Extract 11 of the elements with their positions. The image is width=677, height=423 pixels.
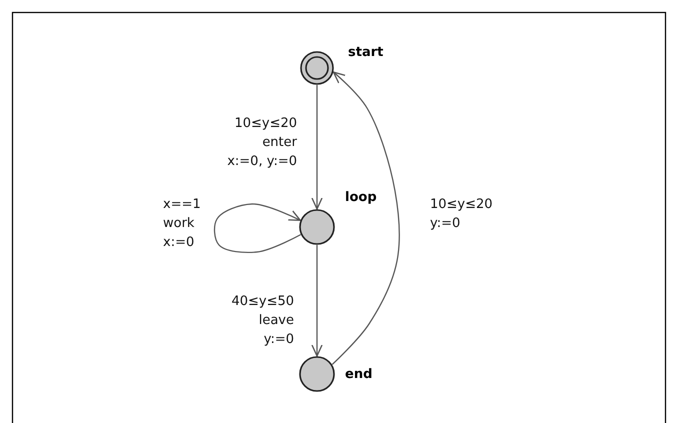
transition-arrow [311,85,323,210]
transition-arrow [214,203,301,253]
edge-label: x==1 work x:=0 [163,196,202,252]
edge-label: 40≤y≤50 leave y:=0 [230,293,294,349]
state-name: loop [345,190,377,205]
transition-arrow [311,245,323,357]
state-name: end [345,367,372,382]
edge-label: 10≤y≤20 enter x:=0, y:=0 [227,115,297,171]
state-name: start [348,45,384,60]
transition-arrow [332,71,400,365]
edge-label: 10≤y≤20 y:=0 [430,196,494,233]
